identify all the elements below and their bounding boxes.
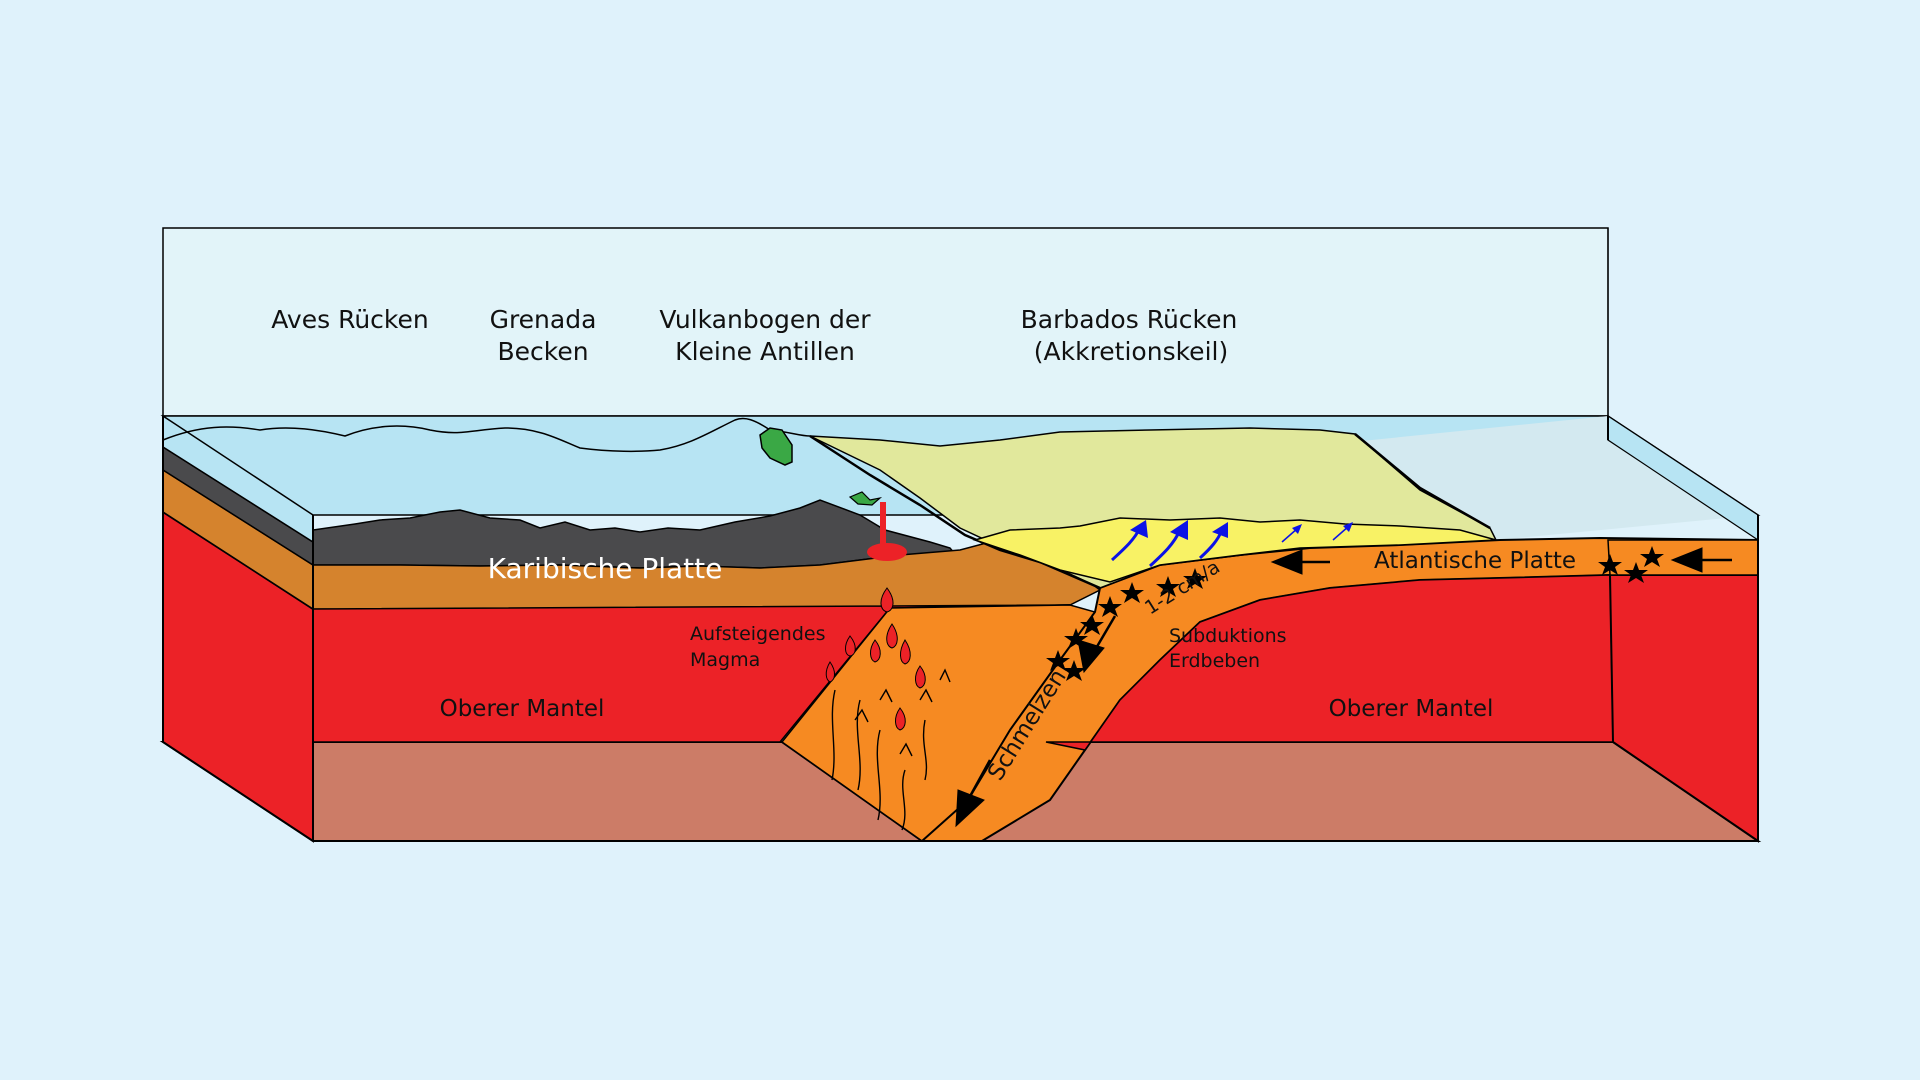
magma-drop — [880, 587, 894, 613]
melt-wisps — [831, 668, 951, 831]
magma-conduit — [880, 502, 886, 544]
arrow-left-icon — [1670, 547, 1703, 573]
magma-droplets — [825, 587, 926, 731]
earthquake-star — [1183, 568, 1207, 589]
label-aves-ruecken: Aves Rücken — [271, 305, 428, 334]
volcano-island-arc — [759, 427, 793, 466]
earthquake-star — [1156, 576, 1180, 597]
magma-drop — [825, 661, 835, 683]
magma-drop — [870, 639, 881, 663]
earthquake-star — [1624, 562, 1648, 583]
label-vulkanbogen-line2: Kleine Antillen — [675, 337, 855, 366]
earthquake-star — [1062, 660, 1086, 681]
label-barbados-line2: (Akkretionskeil) — [1034, 337, 1228, 366]
magma-drop — [895, 707, 906, 731]
block-outline — [162, 416, 1759, 842]
magma-drop — [915, 665, 926, 689]
label-aufsteigendes-line1: Aufsteigendes — [690, 623, 826, 645]
accretion-front — [972, 517, 1497, 583]
arrow-up-icon — [1292, 524, 1302, 534]
arrow-up-icon — [1343, 522, 1353, 532]
earthquake-star — [1640, 546, 1664, 567]
plate-motion-arrows — [955, 547, 1732, 828]
uplift-arrows — [1110, 520, 1353, 568]
label-grenada-line2: Becken — [497, 337, 588, 366]
label-subduktions-line2: Erdbeben — [1169, 650, 1260, 672]
magma-drop — [886, 623, 898, 649]
arrow-up-icon — [1170, 520, 1188, 540]
magma-drop — [900, 639, 911, 665]
earthquake-star — [1120, 582, 1144, 603]
upper-mantle-right — [1045, 574, 1614, 751]
label-aufsteigendes-line2: Magma — [690, 649, 760, 671]
seafloor-relief — [162, 417, 811, 453]
earthquake-star — [1098, 596, 1122, 617]
label-atlantische-platte: Atlantische Platte — [1374, 548, 1576, 574]
volcano-island-small — [848, 491, 883, 506]
label-barbados-line1: Barbados Rücken — [1021, 305, 1238, 334]
arrow-left-icon — [1270, 549, 1303, 575]
magma-chamber — [867, 543, 907, 561]
label-oberer-mantel-right: Oberer Mantel — [1329, 696, 1494, 722]
label-oberer-mantel-left: Oberer Mantel — [440, 696, 605, 722]
accretion-ridge-edge — [1354, 433, 1491, 530]
arrow-up-icon — [1212, 522, 1228, 538]
arrow-down-icon — [955, 789, 985, 828]
earthquake-stars — [1046, 546, 1664, 681]
earthquake-star — [1046, 650, 1070, 671]
label-subduktions-line1: Subduktions — [1169, 625, 1287, 647]
arrow-down-icon — [1077, 639, 1105, 674]
arrow-up-icon — [1130, 520, 1148, 538]
label-vulkanbogen-line1: Vulkanbogen der — [659, 305, 871, 334]
earthquake-star — [1598, 554, 1622, 575]
label-karibische-platte: Karibische Platte — [488, 552, 723, 585]
earthquake-star — [1080, 614, 1104, 635]
label-grenada-line1: Grenada — [490, 305, 597, 334]
magma-drop — [845, 635, 856, 657]
